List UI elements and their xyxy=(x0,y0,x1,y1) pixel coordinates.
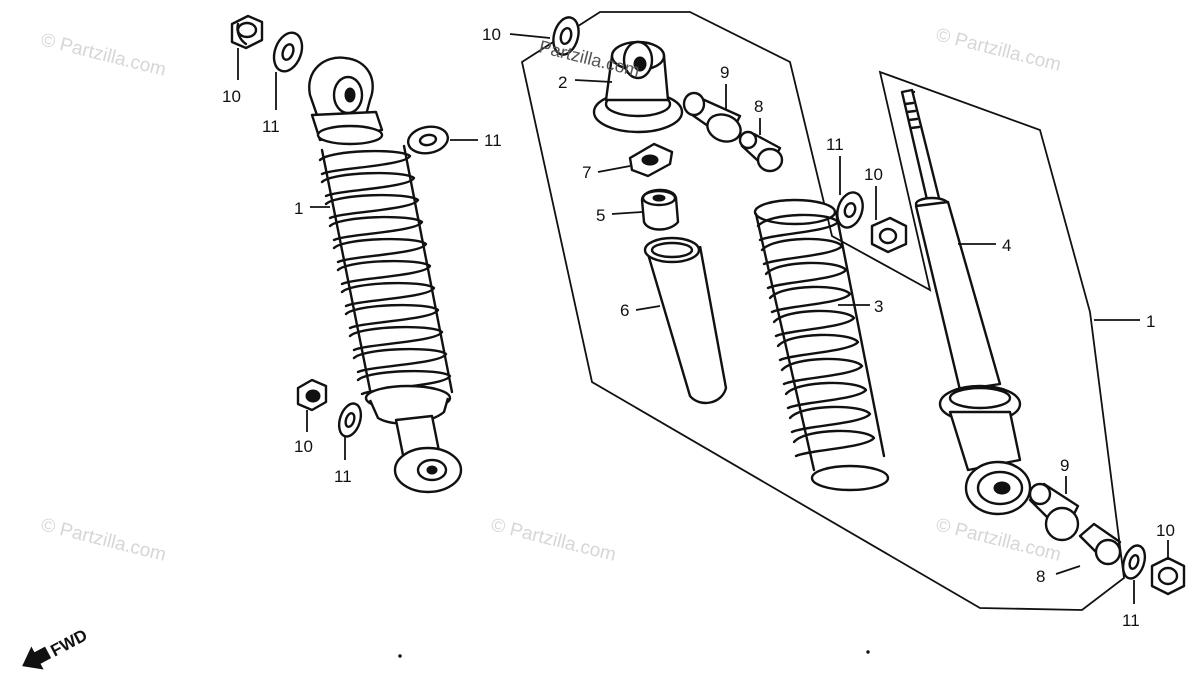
callout-washer-bottom-right: 11 xyxy=(1122,611,1140,630)
washer-bottom-left xyxy=(337,402,363,438)
callout-dust-tube: 6 xyxy=(620,301,629,320)
washer-top-center xyxy=(552,16,580,56)
watermark: © Partzilla.com xyxy=(39,29,168,80)
callout-nut-top-center: 10 xyxy=(482,25,501,44)
callout-bushing-upper: 8 xyxy=(754,97,763,116)
callout-nut-mid-right: 10 xyxy=(864,165,883,184)
nut-mid-right xyxy=(870,216,908,254)
rubber-bushing-upper xyxy=(682,91,742,143)
callout-washer-top-left: 11 xyxy=(262,117,280,136)
washer-mid-right xyxy=(836,191,864,229)
upper-mount-boot xyxy=(592,40,684,134)
metal-collar-upper xyxy=(738,130,784,173)
washer-bottom-right xyxy=(1121,544,1147,580)
left-shock-absorber xyxy=(308,56,463,494)
metal-collar-lower xyxy=(1078,522,1122,566)
washer-top-left xyxy=(272,31,304,73)
scan-speck xyxy=(866,650,870,654)
arrow-down-left-icon xyxy=(22,646,52,670)
callout-damper-rod: 4 xyxy=(1002,236,1011,255)
callout-nut-bottom-right: 10 xyxy=(1156,521,1175,540)
lock-nut xyxy=(628,142,674,178)
callout-nut-bottom-left: 10 xyxy=(294,437,313,456)
watermark: © Partzilla.com xyxy=(934,514,1063,565)
callout-rubber-upper: 9 xyxy=(720,63,729,82)
rubber-bushing-lower xyxy=(1028,482,1080,542)
fwd-indicator: FWD xyxy=(22,625,91,670)
callout-shock-left: 1 xyxy=(294,199,303,218)
callout-nut-top-left: 10 xyxy=(222,87,241,106)
watermark: © Partzilla.com xyxy=(39,514,168,565)
callout-bump-stop: 5 xyxy=(596,206,605,225)
callout-shock-right: 1 xyxy=(1146,312,1155,331)
dust-tube xyxy=(643,236,728,405)
coil-spring xyxy=(753,198,890,492)
callout-washer-left-mid: 11 xyxy=(484,131,502,150)
callout-bushing-lower: 8 xyxy=(1036,567,1045,586)
damper-rod xyxy=(900,88,1032,516)
assembly-outline xyxy=(520,11,1125,611)
fwd-label: FWD xyxy=(47,625,90,660)
callout-boot: 2 xyxy=(558,73,567,92)
callout-lock-nut: 7 xyxy=(582,163,591,182)
nut-top-left xyxy=(230,14,264,50)
nut-bottom-left xyxy=(296,378,328,412)
nut-bottom-right xyxy=(1150,556,1186,596)
watermark: © Partzilla.com xyxy=(934,24,1063,75)
bump-stop xyxy=(640,188,680,231)
callout-washer-mid-right: 11 xyxy=(826,135,844,154)
watermark: © Partzilla.com xyxy=(489,514,618,565)
scan-speck xyxy=(398,654,402,658)
callout-rubber-lower: 9 xyxy=(1060,456,1069,475)
leader-lines xyxy=(237,33,1169,604)
callout-spring: 3 xyxy=(874,297,883,316)
callout-labels: 1 1 2 3 4 5 6 7 8 8 9 9 10 10 10 10 10 1… xyxy=(222,25,1175,630)
left-shock-spring xyxy=(318,144,454,402)
washer-left-mid xyxy=(406,125,450,155)
callout-washer-bottom-left: 11 xyxy=(334,467,352,486)
